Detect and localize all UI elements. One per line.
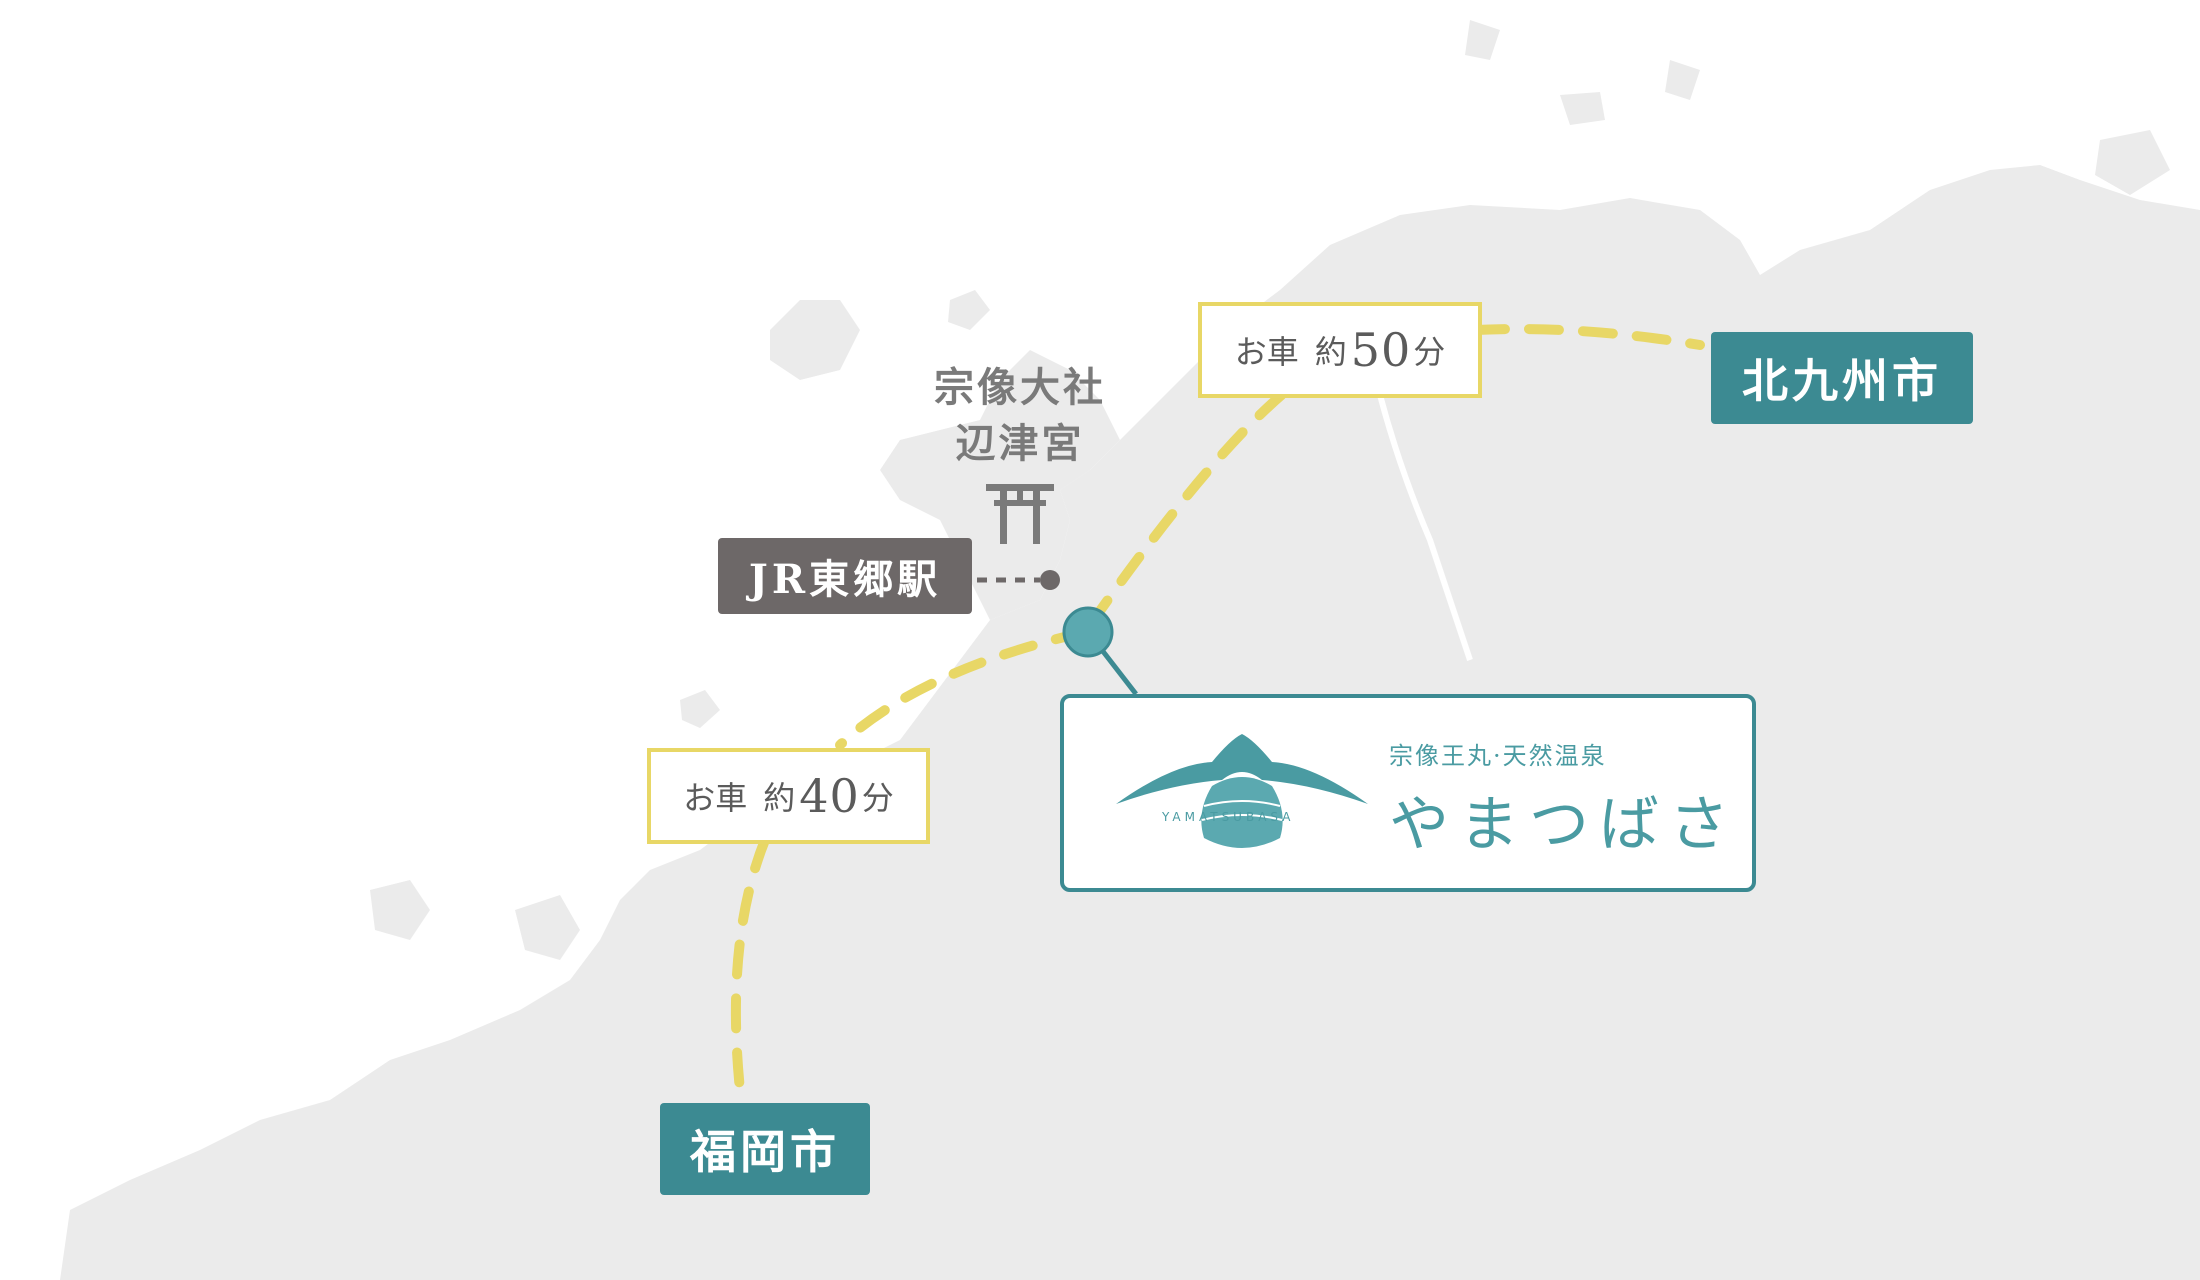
drive-mode: お車 xyxy=(1234,333,1299,371)
island-9 xyxy=(2095,130,2170,195)
brand-subtitle: 宗像王丸·天然温泉 xyxy=(1389,742,1607,770)
shrine-name-line1: 宗像大社 xyxy=(934,364,1106,411)
route-to-kitakyushu-east xyxy=(1470,324,1705,350)
route-to-kitakyushu xyxy=(1085,355,1345,630)
brand-name: やまつばさ xyxy=(1389,790,1739,860)
drive-mode: お車 xyxy=(683,779,748,817)
brand-roman: YAMATSUBASA xyxy=(1162,810,1295,824)
shrine-label: 宗像大社 辺津宮 xyxy=(900,360,1140,548)
route-to-fukuoka-south xyxy=(730,835,770,1095)
river xyxy=(1377,394,1473,661)
island-1 xyxy=(770,300,860,380)
city-badge-kitakyushu: 北九州市 xyxy=(1711,332,1973,424)
island-5 xyxy=(680,690,720,728)
shrine-name-line2: 辺津宮 xyxy=(955,420,1085,467)
destination-marker xyxy=(1062,606,1114,658)
drive-minutes: 50 xyxy=(1350,323,1412,377)
station-marker xyxy=(1040,570,1060,590)
island-2 xyxy=(948,290,990,330)
drive-approx: 約 xyxy=(763,779,796,817)
drive-minutes: 40 xyxy=(799,769,860,823)
route-to-fukuoka xyxy=(835,627,1090,750)
station-badge: JR東郷駅 xyxy=(718,538,972,614)
island-4 xyxy=(370,880,430,940)
island-3 xyxy=(515,895,580,960)
drive-unit: 分 xyxy=(861,779,894,817)
drive-unit: 分 xyxy=(1413,333,1446,371)
drive-approx: 約 xyxy=(1314,333,1347,371)
yamatsubasa-logo-icon xyxy=(1116,734,1368,848)
torii-icon xyxy=(986,484,1054,544)
destination-card: YAMATSUBASA 宗像王丸·天然温泉 やまつばさ xyxy=(1060,694,1756,892)
island-8 xyxy=(1560,92,1605,125)
city-badge-fukuoka: 福岡市 xyxy=(660,1103,870,1195)
island-6 xyxy=(1465,20,1500,60)
island-7 xyxy=(1665,60,1700,100)
